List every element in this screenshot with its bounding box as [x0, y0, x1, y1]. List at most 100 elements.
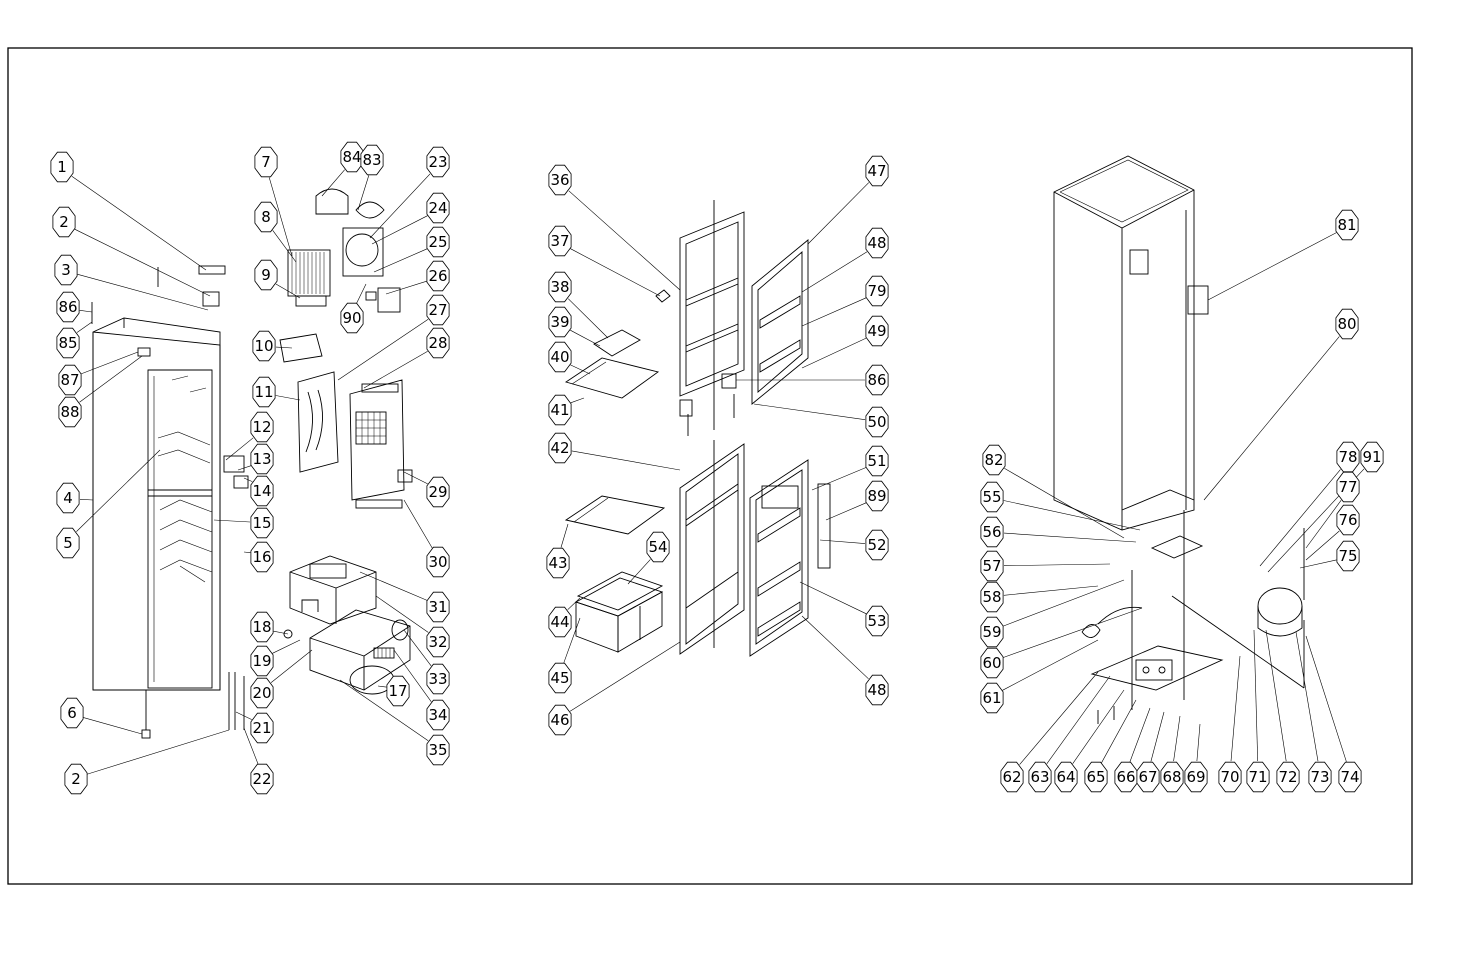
- panel-doors: [564, 200, 831, 657]
- part-callout: 15: [250, 507, 274, 539]
- callout-number: 60: [982, 654, 1001, 672]
- part-callout: 61: [980, 682, 1004, 714]
- leader-line: [1003, 607, 1143, 658]
- callout-octagon: [58, 396, 82, 428]
- leader-line: [560, 523, 569, 548]
- callout-octagon: [980, 581, 1004, 613]
- callout-octagon: [254, 259, 278, 291]
- callout-octagon: [252, 376, 276, 408]
- callout-octagon: [1336, 471, 1360, 503]
- part-callout: 86: [865, 364, 889, 396]
- leader-line: [801, 337, 867, 369]
- callout-octagon: [865, 445, 889, 477]
- callout-octagon: [254, 146, 278, 178]
- callout-octagon: [1160, 761, 1184, 793]
- callout-number: 88: [60, 403, 79, 421]
- part-callout: 48: [865, 674, 889, 706]
- callout-octagon: [426, 546, 450, 578]
- callout-octagon: [64, 763, 88, 795]
- callout-octagon: [1028, 761, 1052, 793]
- leader-line: [359, 571, 428, 601]
- callout-octagon: [426, 476, 450, 508]
- part-callout: 84: [340, 141, 364, 173]
- part-callout: 69: [1184, 761, 1208, 793]
- part-callout: 2: [52, 206, 76, 238]
- callout-number: 78: [1338, 448, 1357, 466]
- callout-number: 12: [252, 418, 271, 436]
- callout-octagon: [865, 529, 889, 561]
- callout-number: 33: [428, 670, 447, 688]
- leader-line: [807, 182, 870, 245]
- leader-line: [373, 248, 428, 273]
- callout-number: 6: [67, 704, 77, 722]
- callout-octagon: [865, 275, 889, 307]
- callout-number: 69: [1186, 768, 1205, 786]
- part-callout: 85: [56, 327, 80, 359]
- callout-number: 73: [1310, 768, 1329, 786]
- part-callout: 86: [56, 291, 80, 323]
- leader-line: [825, 502, 867, 521]
- leader-line: [563, 617, 581, 663]
- part-callout: 70: [1218, 761, 1242, 793]
- part-callout: 88: [58, 396, 82, 428]
- callout-octagon: [1184, 761, 1208, 793]
- callout-octagon: [56, 527, 80, 559]
- part-callout: 16: [250, 541, 274, 573]
- callout-number: 23: [428, 153, 447, 171]
- callout-octagon: [548, 271, 572, 303]
- callout-octagon: [250, 763, 274, 795]
- callout-octagon: [1336, 504, 1360, 536]
- callout-octagon: [980, 682, 1004, 714]
- callout-octagon: [1338, 761, 1362, 793]
- callout-octagon: [1218, 761, 1242, 793]
- leader-line: [321, 169, 345, 197]
- part-callout: 90: [340, 302, 364, 334]
- callout-number: 62: [1002, 768, 1021, 786]
- leader-line: [403, 471, 428, 485]
- leader-line: [1196, 723, 1201, 762]
- part-callout: 63: [1028, 761, 1052, 793]
- part-callout: 59: [980, 616, 1004, 648]
- leader-line: [1173, 715, 1181, 762]
- callout-number: 10: [254, 337, 273, 355]
- callout-number: 90: [342, 309, 361, 327]
- callout-octagon: [865, 227, 889, 259]
- callout-number: 7: [261, 153, 271, 171]
- part-callout: 35: [426, 734, 450, 766]
- drawing-border: [7, 47, 1413, 885]
- callout-number: 39: [550, 313, 569, 331]
- callout-number: 13: [252, 450, 271, 468]
- panel-cabinet-interior: [91, 188, 413, 739]
- leader-line: [1299, 559, 1337, 569]
- leader-line: [356, 283, 367, 304]
- part-callout: 12: [250, 411, 274, 443]
- callout-number: 40: [550, 348, 569, 366]
- part-callout: 80: [1335, 308, 1359, 340]
- callout-octagon: [250, 541, 274, 573]
- leader-line: [74, 228, 211, 297]
- callout-octagon: [386, 675, 410, 707]
- part-callout: 46: [548, 704, 572, 736]
- leader-line: [1072, 689, 1125, 764]
- part-callout: 52: [865, 529, 889, 561]
- callout-octagon: [865, 364, 889, 396]
- callout-octagon: [982, 444, 1006, 476]
- callout-number: 54: [648, 538, 667, 556]
- leader-line: [570, 364, 591, 375]
- leader-line: [403, 629, 432, 667]
- leader-line: [71, 176, 207, 271]
- callout-number: 52: [867, 536, 886, 554]
- callout-number: 59: [982, 623, 1001, 641]
- callout-octagon: [252, 330, 276, 362]
- callout-octagon: [426, 226, 450, 258]
- leader-line: [1203, 336, 1340, 501]
- callout-number: 49: [867, 322, 886, 340]
- callout-number: 16: [252, 548, 271, 566]
- leader-line: [225, 437, 254, 461]
- callout-number: 29: [428, 483, 447, 501]
- callout-octagon: [1246, 761, 1270, 793]
- leader-lines: [71, 169, 1365, 775]
- callout-number: 65: [1086, 768, 1105, 786]
- callout-number: 66: [1116, 768, 1135, 786]
